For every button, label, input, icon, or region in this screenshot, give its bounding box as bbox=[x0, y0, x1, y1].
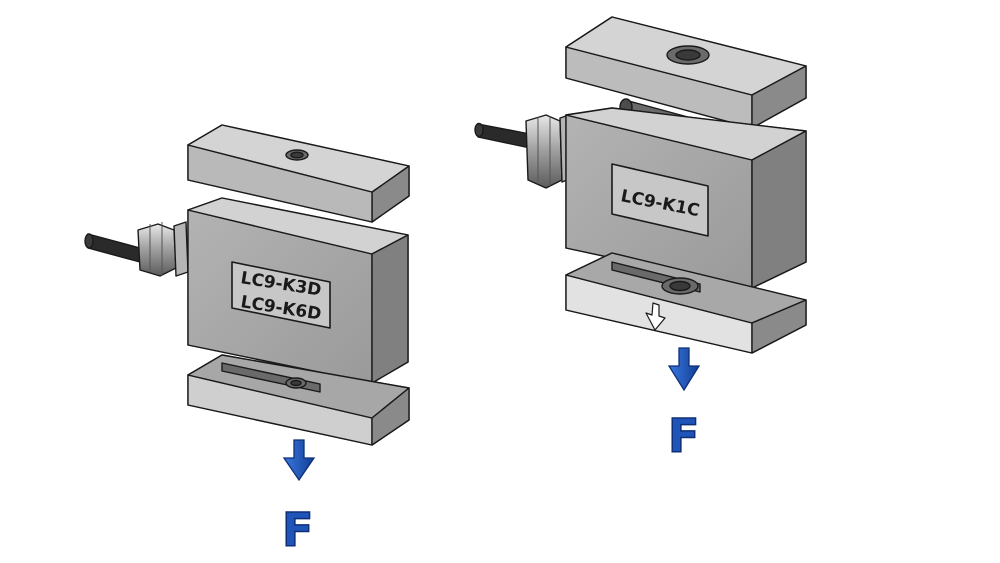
down-arrow-icon bbox=[667, 347, 701, 392]
force-arrow-left: F bbox=[281, 439, 316, 558]
cable-gland-icon bbox=[525, 113, 573, 189]
cable-gland-icon bbox=[137, 221, 189, 277]
load-cell-left bbox=[84, 124, 410, 446]
force-arrow-right: F bbox=[667, 347, 701, 464]
load-cell-right bbox=[474, 16, 807, 354]
model-label-plate-left bbox=[231, 261, 331, 329]
cable-right bbox=[474, 122, 531, 149]
down-arrow-icon bbox=[645, 302, 666, 331]
down-arrow-icon bbox=[282, 439, 316, 482]
force-label-right: F bbox=[668, 409, 699, 463]
cable-left bbox=[84, 233, 141, 263]
model-label-plate-right bbox=[611, 163, 709, 237]
force-label-left: F bbox=[282, 503, 313, 557]
